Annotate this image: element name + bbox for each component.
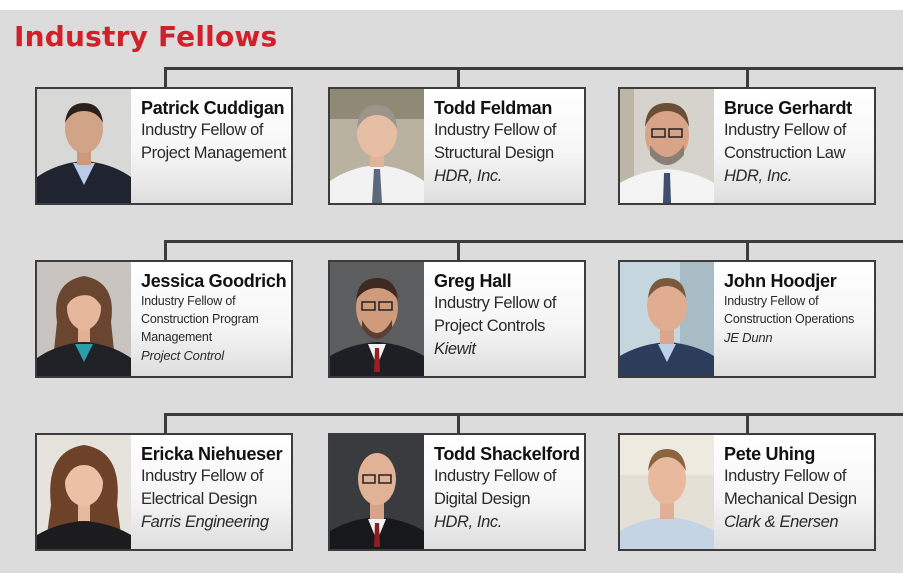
row-1-drop-2	[457, 67, 460, 87]
fellow-card-todd-feldman: Todd Feldman Industry Fellow of Structur…	[328, 87, 586, 205]
fellow-name: Jessica Goodrich	[141, 271, 287, 291]
page-title: Industry Fellows	[14, 20, 278, 53]
fellow-name: Greg Hall	[434, 271, 512, 291]
fellow-name: Ericka Niehueser	[141, 444, 283, 464]
fellow-role: Industry Fellow of Structural Design	[434, 121, 557, 162]
row-2-drop-1	[164, 240, 167, 260]
fellow-role: Industry Fellow of Construction Program …	[141, 294, 259, 344]
fellow-name: Todd Shackelford	[434, 444, 580, 464]
row-3-drop-2	[457, 413, 460, 433]
fellow-role: Industry Fellow of Construction Law	[724, 121, 847, 162]
person-photo	[330, 262, 424, 376]
fellow-role: Industry Fellow of Electrical Design	[141, 467, 264, 508]
row-1-drop-1	[164, 67, 167, 87]
fellow-organization: HDR, Inc.	[724, 167, 792, 185]
fellow-card-bruce-gerhardt: Bruce Gerhardt Industry Fellow of Constr…	[618, 87, 876, 205]
row-2-drop-3	[746, 240, 749, 260]
fellow-organization: HDR, Inc.	[434, 513, 502, 531]
fellow-role: Industry Fellow of Mechanical Design	[724, 467, 857, 508]
fellow-name: Bruce Gerhardt	[724, 98, 852, 118]
row-3-connector	[164, 413, 903, 416]
fellow-name: John Hoodjer	[724, 271, 837, 291]
person-photo	[37, 89, 131, 203]
fellow-card-pete-uhing: Pete Uhing Industry Fellow of Mechanical…	[618, 433, 876, 551]
person-photo	[330, 89, 424, 203]
fellow-name: Patrick Cuddigan	[141, 98, 285, 118]
fellow-role: Industry Fellow of Construction Operatio…	[724, 294, 855, 326]
fellow-organization: Kiewit	[434, 340, 476, 358]
fellow-card-todd-shackelford: Todd Shackelford Industry Fellow of Digi…	[328, 433, 586, 551]
person-photo	[620, 89, 714, 203]
fellow-organization: HDR, Inc.	[434, 167, 502, 185]
person-photo	[620, 262, 714, 376]
row-2-connector	[164, 240, 903, 243]
fellow-name: Todd Feldman	[434, 98, 553, 118]
row-1-drop-3	[746, 67, 749, 87]
fellow-role: Industry Fellow of Project Management	[141, 121, 287, 162]
fellow-role: Industry Fellow of Project Controls	[434, 294, 557, 335]
fellow-card-jessica-goodrich: Jessica Goodrich Industry Fellow of Cons…	[35, 260, 293, 378]
person-photo	[37, 262, 131, 376]
row-2-drop-2	[457, 240, 460, 260]
fellow-organization: JE Dunn	[724, 330, 773, 345]
fellow-organization: Project Control	[141, 348, 224, 363]
fellow-organization: Clark & Enersen	[724, 513, 839, 531]
fellow-organization: Farris Engineering	[141, 513, 269, 531]
fellow-name: Pete Uhing	[724, 444, 816, 464]
row-3-drop-1	[164, 413, 167, 433]
person-photo	[330, 435, 424, 549]
person-photo	[620, 435, 714, 549]
fellow-card-ericka-niehueser: Ericka Niehueser Industry Fellow of Elec…	[35, 433, 293, 551]
row-3-drop-3	[746, 413, 749, 433]
fellow-role: Industry Fellow of Digital Design	[434, 467, 557, 508]
person-photo	[37, 435, 131, 549]
fellow-card-patrick-cuddigan: Patrick Cuddigan Industry Fellow of Proj…	[35, 87, 293, 205]
fellow-card-greg-hall: Greg Hall Industry Fellow of Project Con…	[328, 260, 586, 378]
fellow-card-john-hoodjer: John Hoodjer Industry Fellow of Construc…	[618, 260, 876, 378]
row-1-connector	[164, 67, 903, 70]
